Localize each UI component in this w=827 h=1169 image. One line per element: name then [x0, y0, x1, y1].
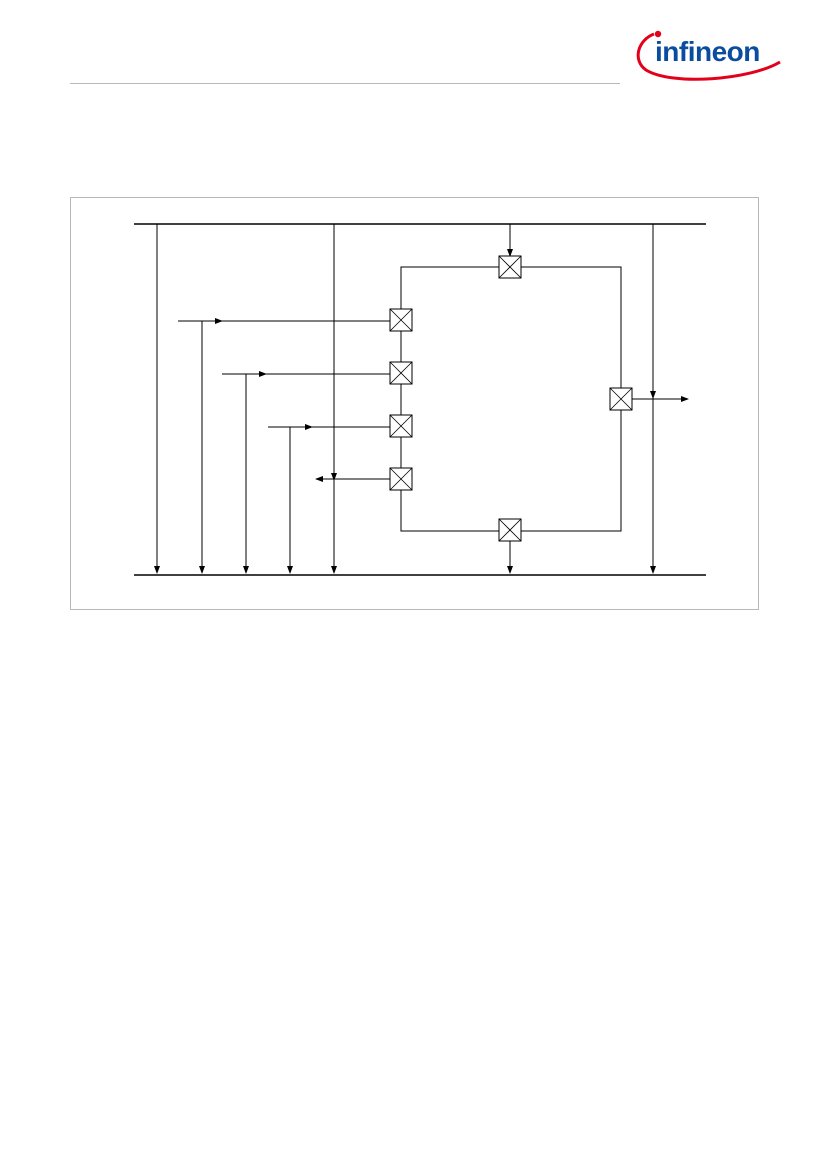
logo-dot-icon	[654, 30, 662, 38]
switch-right	[609, 387, 633, 411]
infineon-logo-graphic: infineon	[636, 30, 781, 81]
switch-left-2	[389, 361, 413, 385]
switch-left-4	[389, 467, 413, 491]
header-rule	[70, 83, 620, 84]
ring-path-right	[521, 266, 622, 532]
ring-path	[400, 266, 499, 532]
infineon-logo: infineon	[632, 22, 782, 82]
figure-frame	[70, 197, 759, 610]
logo-wordmark: infineon	[655, 36, 760, 67]
switch-top	[498, 255, 522, 279]
switch-bottom	[498, 518, 522, 542]
switch-left-3	[389, 414, 413, 438]
logo-swoosh-icon	[636, 32, 781, 81]
switch-left-1	[389, 308, 413, 332]
